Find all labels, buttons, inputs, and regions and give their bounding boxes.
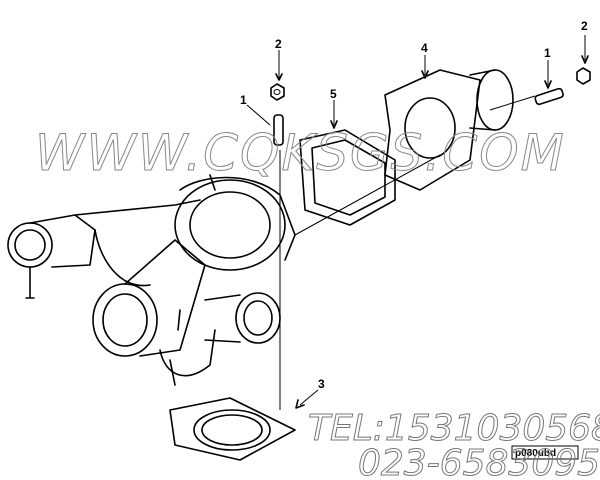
stud-part-1-left <box>246 104 284 146</box>
watermark-phone: 023-65830950 <box>358 443 600 480</box>
gasket-part-5 <box>299 100 396 226</box>
turbocharger-assembly <box>7 174 296 386</box>
gasket-part-3 <box>169 389 319 461</box>
callout-4: 4 <box>421 41 428 55</box>
watermark-site: WWW.CQKSGS.COM <box>35 124 566 182</box>
stud-part-1-right <box>534 60 564 106</box>
nut-part-2-right <box>576 35 591 85</box>
callout-2-left: 2 <box>275 37 282 51</box>
callout-1-right: 1 <box>544 46 551 60</box>
figure-ref: p080ubd <box>515 448 556 459</box>
callout-3: 3 <box>318 377 325 391</box>
housing-part-4 <box>384 55 514 191</box>
callout-2-right: 2 <box>581 19 588 33</box>
nut-part-2-left <box>270 50 285 101</box>
figure-ref-box <box>511 445 579 460</box>
watermark-tel: TEL:15310305680 <box>308 408 600 449</box>
callout-1-left: 1 <box>240 93 247 107</box>
callout-5: 5 <box>330 87 337 101</box>
